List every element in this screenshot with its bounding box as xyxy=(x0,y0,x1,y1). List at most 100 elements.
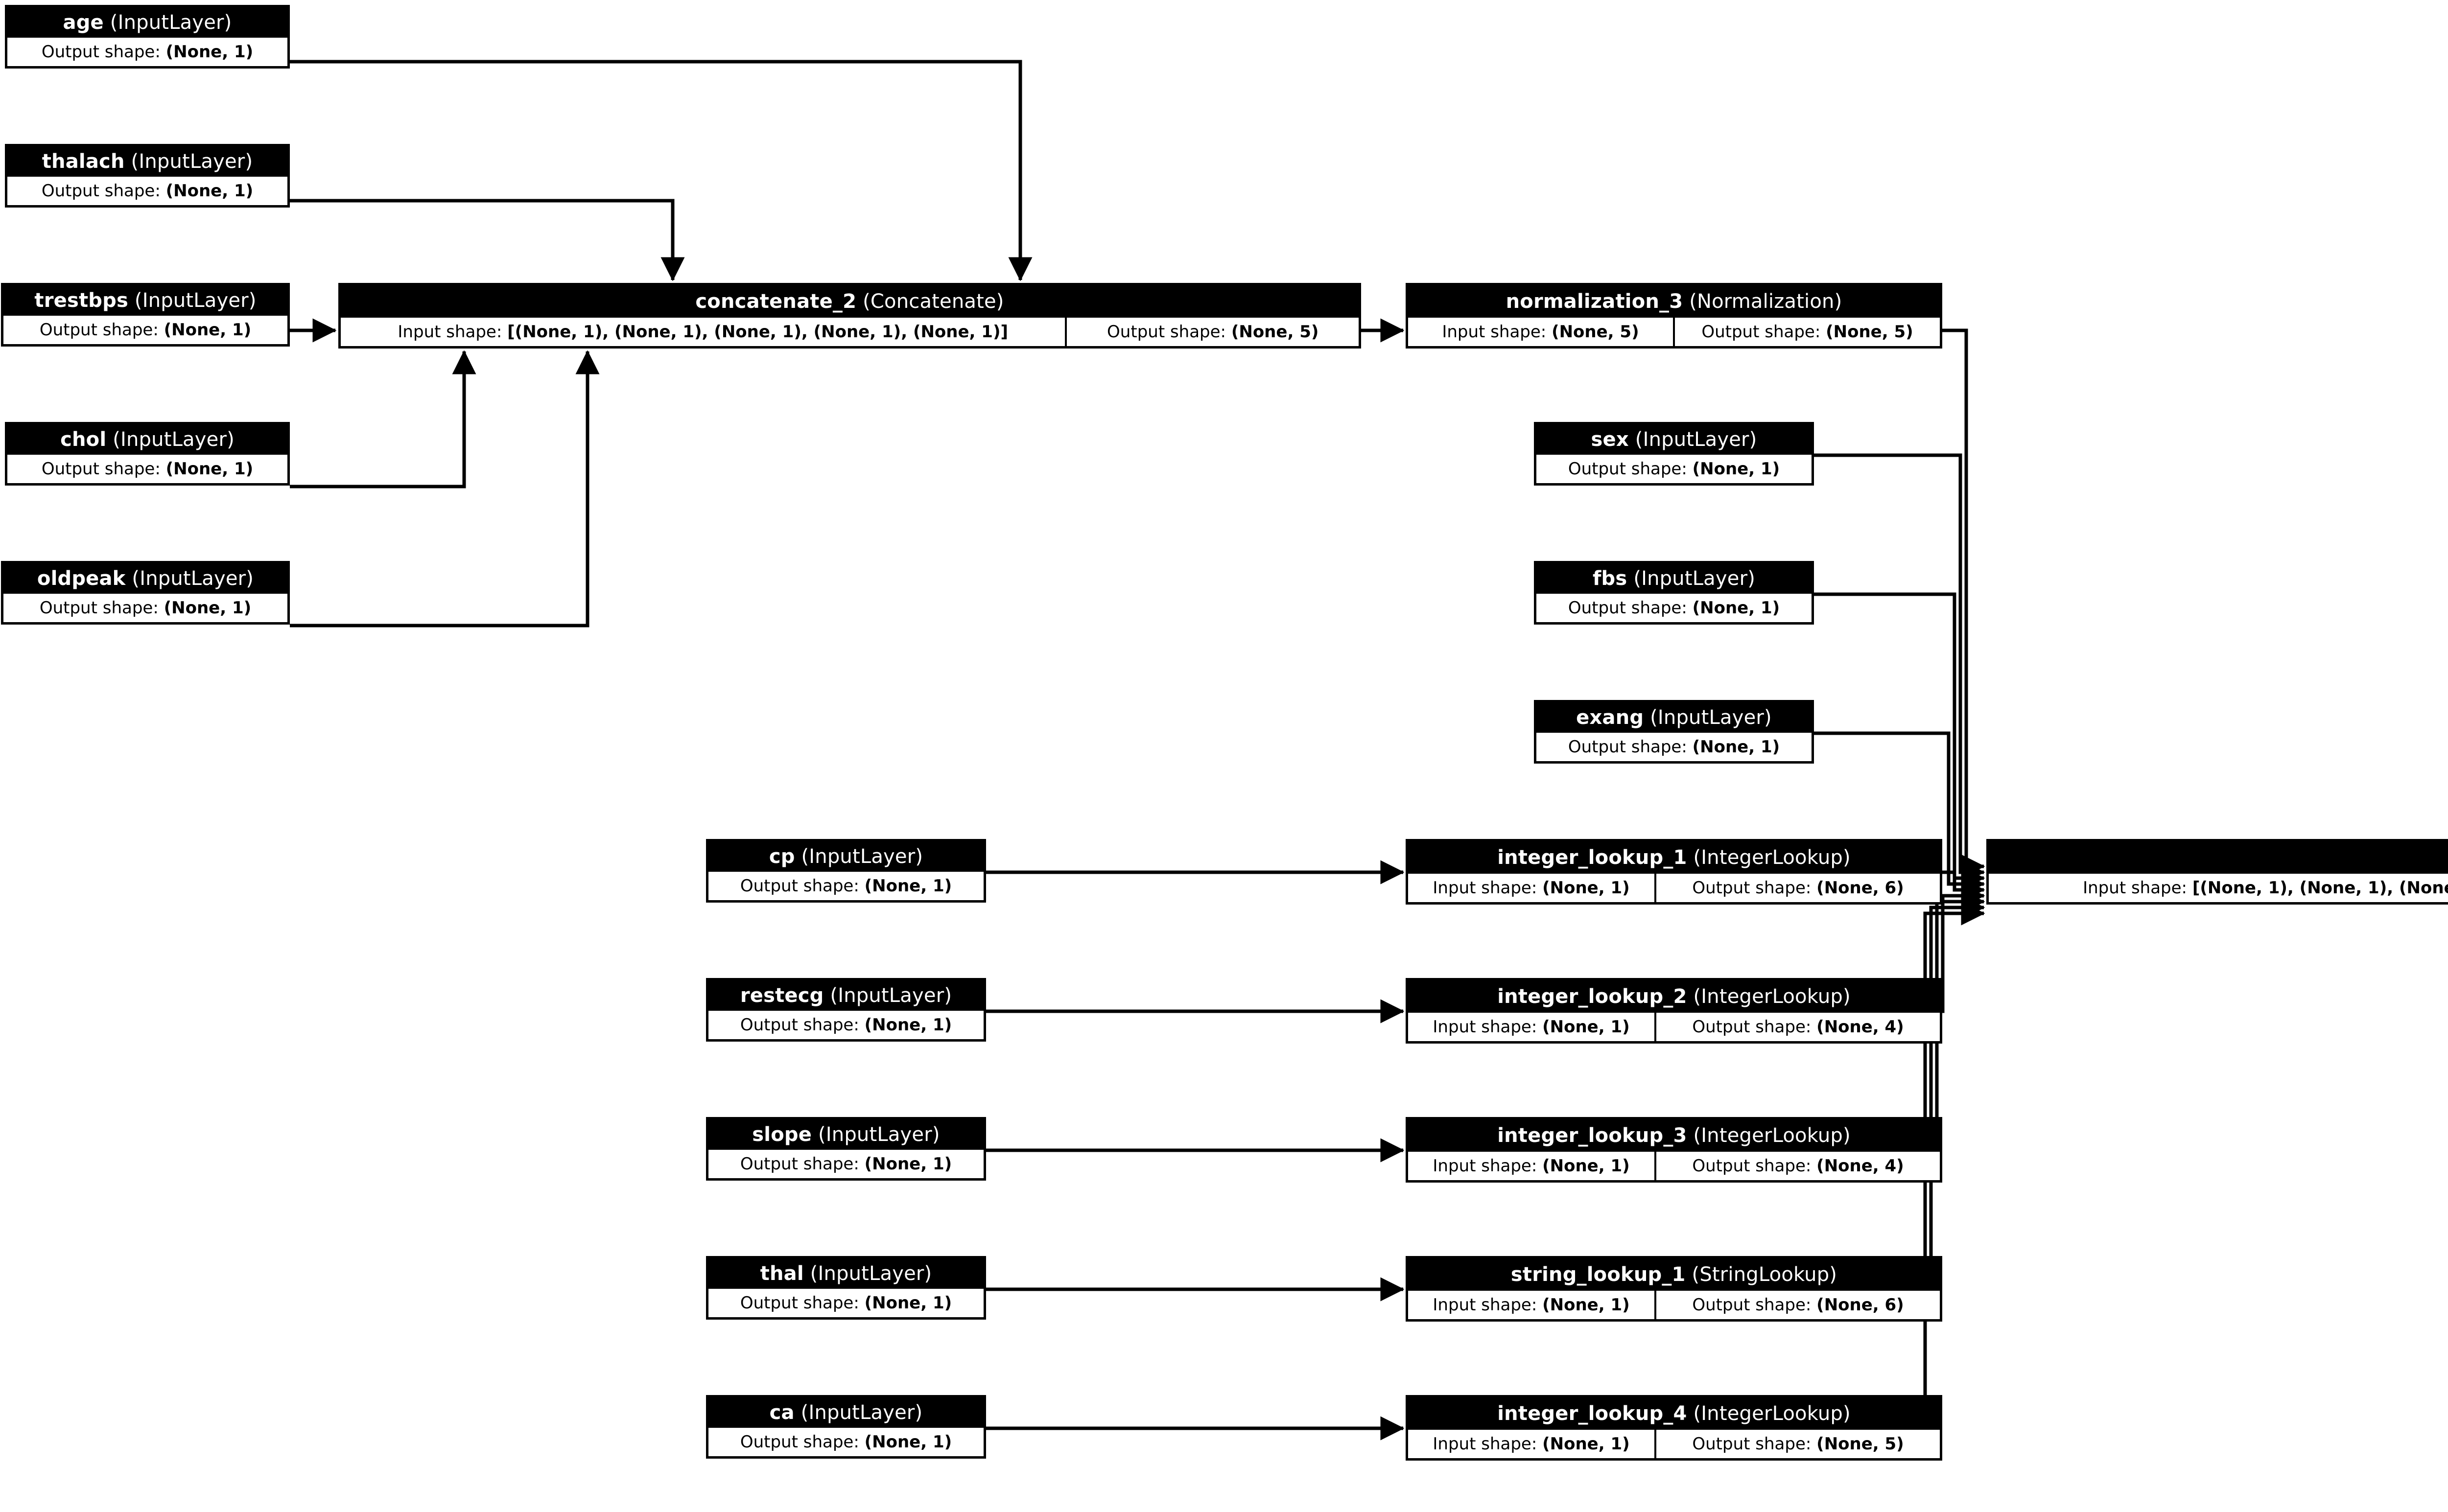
output-shape-cell-value: (None, 1) xyxy=(864,1015,952,1035)
output-shape-cell-value: (None, 5) xyxy=(1231,322,1319,342)
layer-class: (InputLayer) xyxy=(1628,428,1757,451)
output-shape-cell-value: (None, 4) xyxy=(1816,1017,1904,1037)
layer-title: chol (InputLayer) xyxy=(7,424,287,455)
layer-name: integer_lookup_1 xyxy=(1497,846,1687,869)
layer-title: concatenate_2 (Concatenate) xyxy=(341,285,1359,318)
layer-name: ca xyxy=(769,1401,795,1424)
input-shape-cell: Input shape: [(None, 1), (None, 1), (Non… xyxy=(341,318,1065,346)
output-shape-cell: Output shape: (None, 1) xyxy=(7,177,287,205)
layer-shape-row: Output shape: (None, 1) xyxy=(1536,455,1812,483)
input-shape-cell: Input shape: [(None, 1), (None, 1), (Non… xyxy=(1989,874,2448,902)
output-shape-cell: Output shape: (None, 1) xyxy=(708,872,984,900)
output-shape-cell-value: (None, 5) xyxy=(1826,322,1913,342)
layer-node-cp: cp (InputLayer)Output shape: (None, 1) xyxy=(706,839,986,903)
layer-node-fbs: fbs (InputLayer)Output shape: (None, 1) xyxy=(1534,561,1814,625)
layer-shape-row: Input shape: (None, 1) Output shape: (Non… xyxy=(1408,1013,1940,1041)
output-shape-cell: Output shape: (None, 1) xyxy=(708,1428,984,1456)
output-shape-cell-value: (None, 1) xyxy=(864,1293,952,1313)
output-shape-cell: Output shape: (None, 5) xyxy=(1673,318,1940,346)
layer-name: age xyxy=(63,11,104,34)
output-shape-cell-value: (None, 5) xyxy=(1816,1434,1904,1454)
output-shape-cell-label: Output shape: xyxy=(41,459,166,479)
layer-node-restecg: restecg (InputLayer)Output shape: (None,… xyxy=(706,978,986,1042)
output-shape-cell-label: Output shape: xyxy=(1692,1156,1817,1176)
layer-title: ca (InputLayer) xyxy=(708,1397,984,1428)
layer-shape-row: Output shape: (None, 1) xyxy=(708,1011,984,1039)
layer-name: concatenate_2 xyxy=(695,290,857,313)
layer-name: sex xyxy=(1591,428,1629,451)
output-shape-cell-value: (None, 6) xyxy=(1816,878,1904,898)
layer-name: exang xyxy=(1576,706,1644,729)
output-shape-cell-value: (None, 1) xyxy=(165,459,254,479)
layer-class: (Normalization) xyxy=(1683,290,1842,313)
layer-class: (InputLayer) xyxy=(1644,706,1772,729)
layer-name: thal xyxy=(760,1262,804,1285)
layer-node-ca: ca (InputLayer)Output shape: (None, 1) xyxy=(706,1395,986,1459)
output-shape-cell-label: Output shape: xyxy=(1692,1434,1817,1454)
output-shape-cell-label: Output shape: xyxy=(1692,878,1817,898)
input-shape-cell: Input shape: (None, 5) xyxy=(1408,318,1673,346)
output-shape-cell-label: Output shape: xyxy=(740,876,865,896)
layer-name: cp xyxy=(769,845,795,868)
layer-shape-row: Input shape: (None, 1)Output shape: (Non… xyxy=(1408,1430,1940,1458)
layer-class: (InputLayer) xyxy=(128,289,257,312)
input-shape-cell-value: (None, 1) xyxy=(1542,1017,1630,1037)
layer-class: (Concatenate) xyxy=(856,290,1004,313)
edge-fbs-to-concatenate_3 xyxy=(1814,592,1985,890)
edge-oldpeak-to-concatenate_2 xyxy=(290,350,600,628)
output-shape-cell-label: Output shape: xyxy=(1692,1017,1817,1037)
output-shape-cell-label: Output shape: xyxy=(1107,322,1231,342)
input-shape-cell-label: Input shape: xyxy=(1433,878,1543,898)
input-shape-cell: Input shape: (None, 1) xyxy=(1408,874,1655,902)
layer-class: (IntegerLookup) xyxy=(1687,985,1851,1008)
layer-shape-row: Input shape: (None, 1)Output shape: (Non… xyxy=(1408,1291,1940,1319)
edge-string_lookup_1-to-concatenate_3 xyxy=(1929,895,1985,1291)
layer-node-concatenate_3: concatenate_3 (Concatenate)Input shape: … xyxy=(1986,839,2448,905)
layer-title: trestbps (InputLayer) xyxy=(3,285,287,316)
input-shape-cell: Input shape: (None, 1) xyxy=(1408,1430,1655,1458)
output-shape-cell-value: (None, 1) xyxy=(165,181,254,201)
input-shape-cell-label: Input shape: xyxy=(1442,322,1552,342)
layer-title: string_lookup_1 (StringLookup) xyxy=(1408,1258,1940,1291)
layer-name: restecg xyxy=(740,984,824,1007)
input-shape-cell-value: [(None, 1), (None, 1), (None, 1), (None,… xyxy=(507,322,1009,342)
layer-class: (IntegerLookup) xyxy=(1687,1124,1851,1147)
output-shape-cell-label: Output shape: xyxy=(39,598,164,618)
output-shape-cell: Output shape: (None, 6) xyxy=(1654,874,1940,902)
output-shape-cell-value: (None, 1) xyxy=(864,876,952,896)
input-shape-cell-label: Input shape: xyxy=(1433,1017,1543,1037)
layer-name: slope xyxy=(752,1123,812,1146)
output-shape-cell-label: Output shape: xyxy=(1568,459,1693,479)
layer-class: (IntegerLookup) xyxy=(1687,846,1851,869)
layer-name: normalization_3 xyxy=(1506,290,1683,313)
layer-shape-row: Output shape: (None, 1) xyxy=(1536,733,1812,761)
layer-node-thal: thal (InputLayer)Output shape: (None, 1) xyxy=(706,1256,986,1320)
layer-node-exang: exang (InputLayer) Output shape: (None, 1… xyxy=(1534,700,1814,764)
layer-name: thalach xyxy=(42,150,125,173)
layer-name: trestbps xyxy=(34,289,128,312)
layer-title: integer_lookup_3 (IntegerLookup) xyxy=(1408,1119,1940,1152)
layer-class: (InputLayer) xyxy=(106,428,235,451)
input-shape-cell-value: (None, 1) xyxy=(1542,1295,1630,1315)
edge-sex-to-concatenate_3 xyxy=(1814,453,1985,884)
output-shape-cell: Output shape: (None, 1) xyxy=(1536,594,1812,622)
layer-class: (InputLayer) xyxy=(103,11,232,34)
layer-class: (InputLayer) xyxy=(803,1262,932,1285)
output-shape-cell-value: (None, 6) xyxy=(1816,1295,1904,1315)
layer-shape-row: Input shape: (None, 1)Output shape: (Non… xyxy=(1408,874,1940,902)
output-shape-cell-label: Output shape: xyxy=(1568,737,1693,757)
edge-thalach-to-concatenate_2 xyxy=(290,199,685,281)
layer-class: (StringLookup) xyxy=(1685,1263,1837,1286)
layer-name: integer_lookup_4 xyxy=(1497,1402,1687,1425)
layer-title: thal (InputLayer) xyxy=(708,1258,984,1289)
output-shape-cell: Output shape: (None, 5) xyxy=(1654,1430,1940,1458)
output-shape-cell-value: (None, 1) xyxy=(864,1154,952,1174)
output-shape-cell-value: (None, 1) xyxy=(164,320,252,340)
input-shape-cell: Input shape: (None, 1) xyxy=(1408,1152,1655,1180)
layer-name: integer_lookup_3 xyxy=(1497,1124,1687,1147)
output-shape-cell-value: (None, 1) xyxy=(1692,737,1780,757)
layer-shape-row: Input shape: (None, 5)Output shape: (Non… xyxy=(1408,318,1940,346)
output-shape-cell-label: Output shape: xyxy=(39,320,164,340)
